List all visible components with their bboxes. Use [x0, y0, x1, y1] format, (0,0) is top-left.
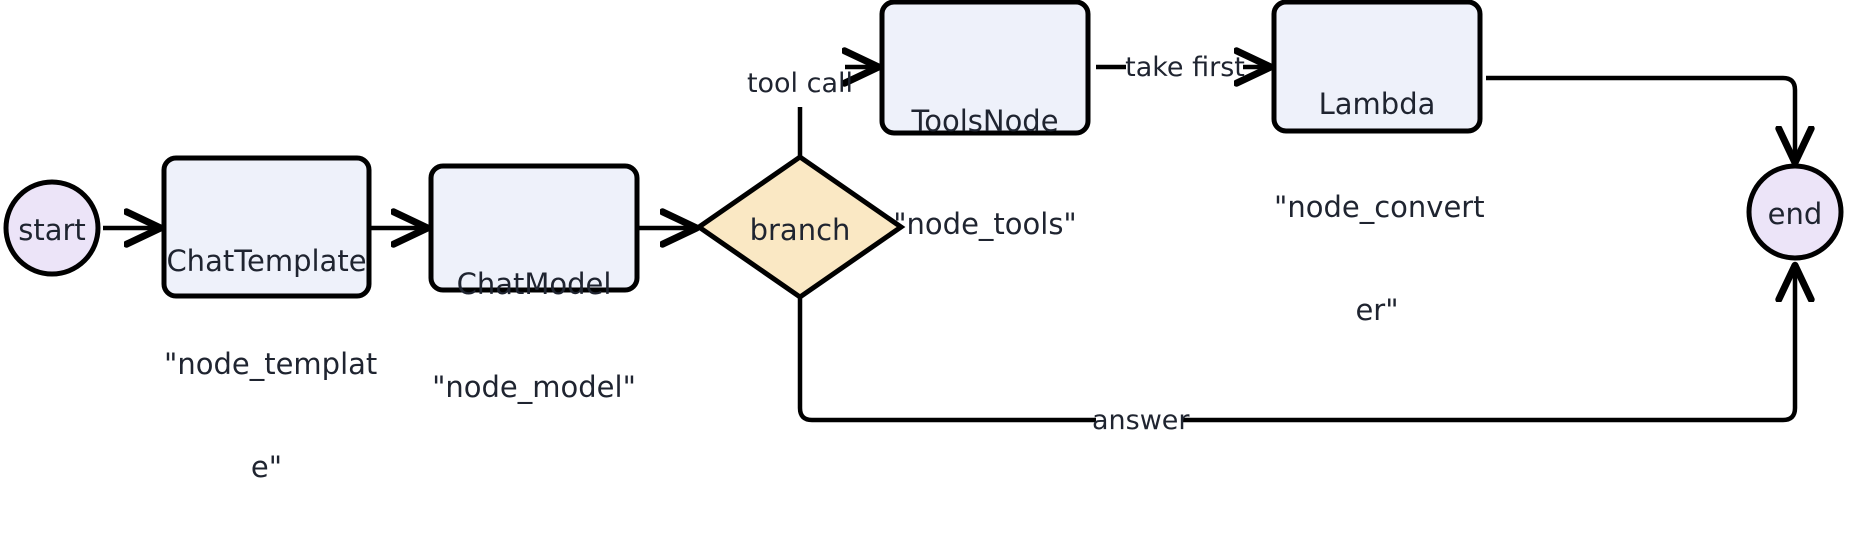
node-node-converter[interactable]: [1271, 0, 1483, 134]
node-node-tools[interactable]: [879, 0, 1091, 136]
edge-layer: [103, 67, 1795, 423]
node-end[interactable]: [1746, 163, 1844, 261]
flowchart-svg: [3, 0, 1844, 423]
node-layer: [3, 0, 1844, 301]
node-start[interactable]: [3, 179, 101, 277]
node-node-template-label-line-3: e": [250, 449, 283, 484]
edge-node-converter-to-end: [1486, 75, 1795, 160]
flowchart-canvas: start ChatTemplate "node_templat e" Chat…: [3, 0, 1844, 484]
node-branch[interactable]: [694, 153, 906, 301]
edge-branch-to-end-left: [797, 297, 1096, 423]
node-node-template[interactable]: [161, 155, 372, 299]
edge-branch-to-end-right: [1183, 268, 1795, 423]
node-node-model[interactable]: [428, 163, 640, 293]
